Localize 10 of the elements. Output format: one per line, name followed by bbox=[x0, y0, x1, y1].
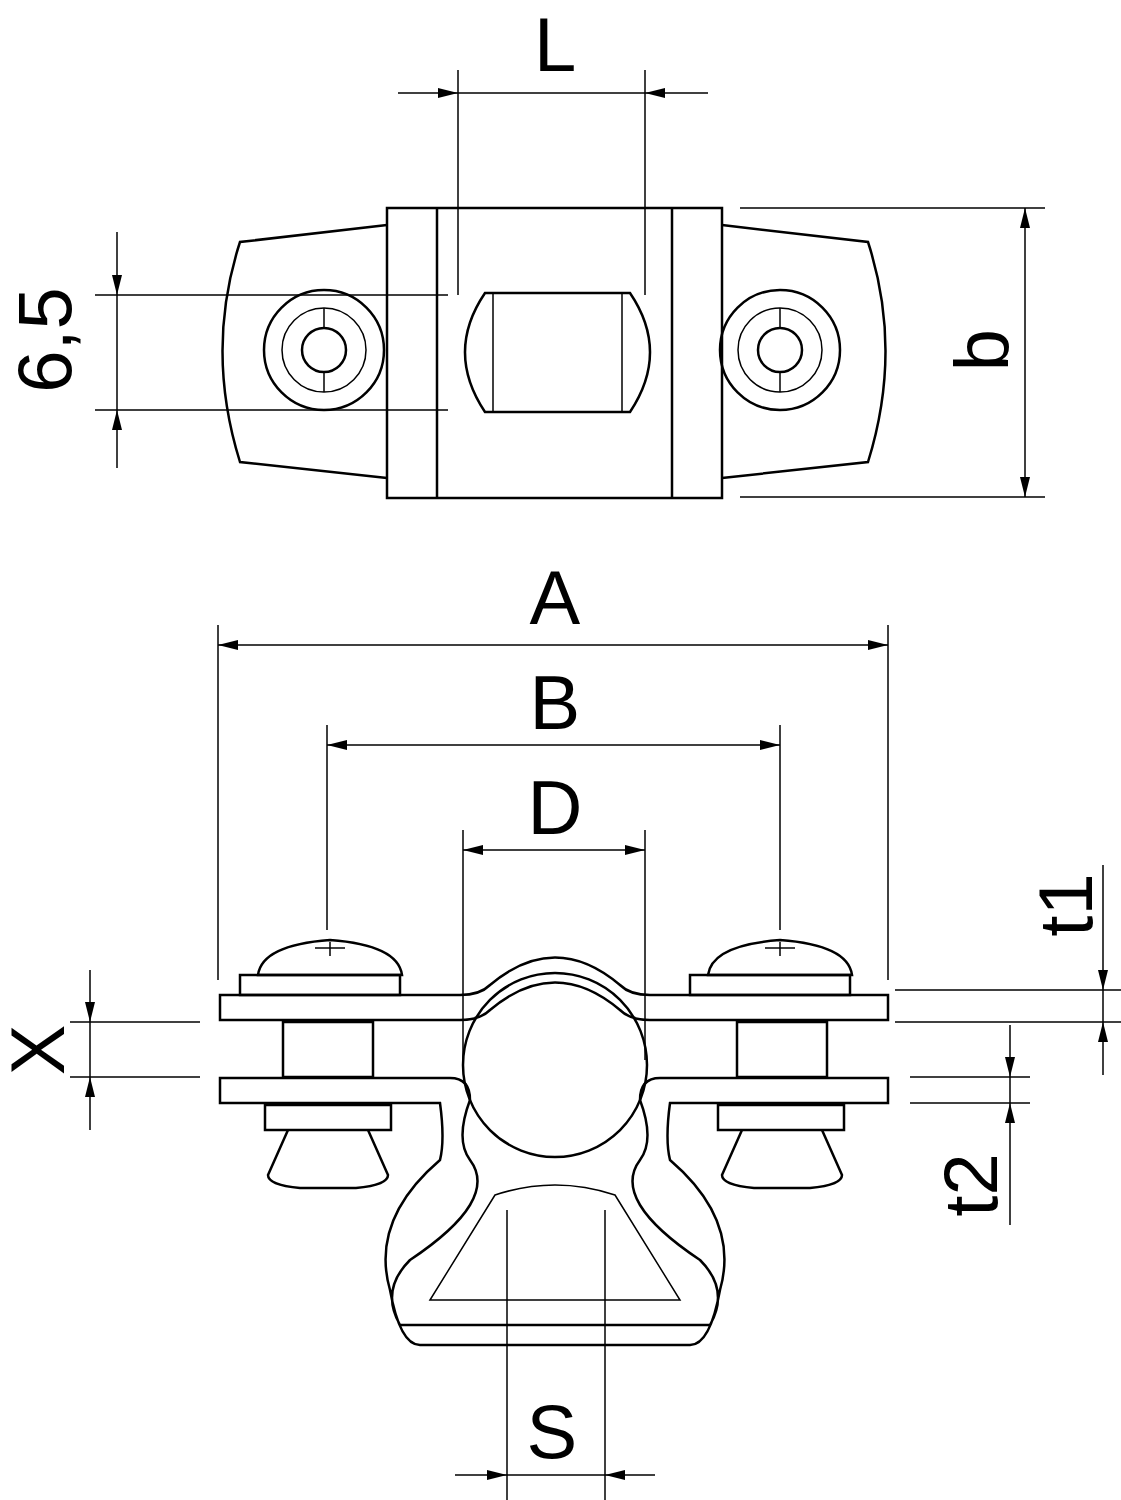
dimension-label: D bbox=[527, 770, 583, 846]
dimension-label: L bbox=[534, 7, 577, 83]
dimension-label: B bbox=[529, 665, 581, 741]
dimension-label: S bbox=[526, 1394, 578, 1470]
dimension-label: t1 bbox=[1027, 873, 1104, 937]
dimension-label: 6,5 bbox=[6, 287, 83, 393]
dimension-label: X bbox=[0, 1024, 76, 1076]
dimension-label: t2 bbox=[932, 1153, 1009, 1217]
dimension-label: b bbox=[944, 328, 1021, 372]
dimension-label: A bbox=[529, 560, 581, 636]
